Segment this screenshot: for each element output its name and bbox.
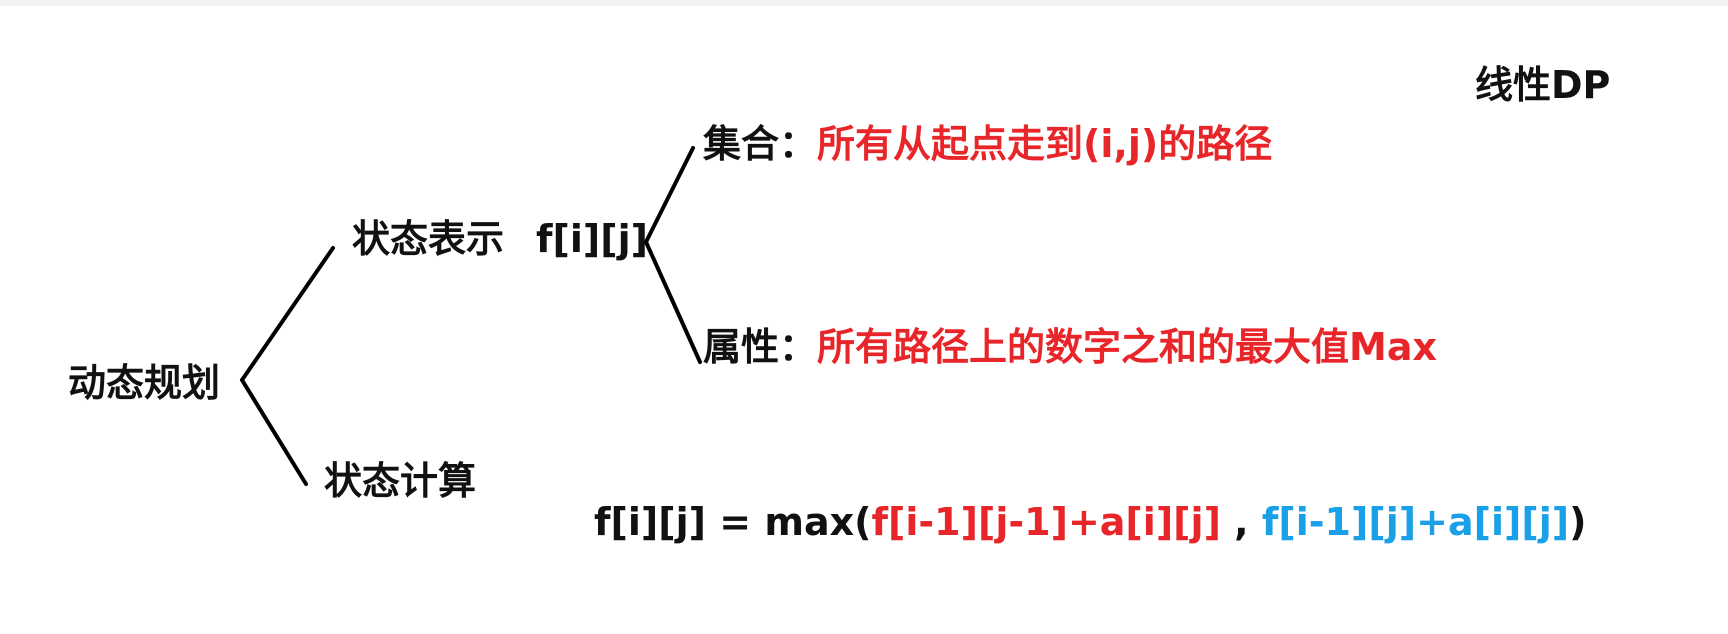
formula-term-up: f[i-1][j]+a[i][j] [1261, 500, 1570, 544]
diagram-title: 线性DP [1475, 63, 1611, 107]
attr-description: 所有路径上的数字之和的最大值Max [817, 325, 1437, 369]
top-strip [0, 0, 1728, 6]
root-node-label: 动态规划 [68, 361, 221, 405]
formula-close: ) [1569, 500, 1587, 544]
set-label: 集合： [703, 122, 818, 166]
state-calc-label: 状态计算 [324, 459, 477, 503]
formula-separator: , [1220, 500, 1262, 544]
transition-formula: f[i][j] = max(f[i-1][j-1]+a[i][j] , f[i-… [594, 503, 1587, 541]
state-repr-label: 状态表示 [352, 217, 505, 261]
branch-expr-to-set [644, 146, 695, 244]
branch-root-to-state-repr [240, 246, 335, 382]
set-row: 集合：所有从起点走到(i,j)的路径 [703, 125, 1272, 163]
attr-row: 属性：所有路径上的数字之和的最大值Max [703, 328, 1437, 366]
set-description: 所有从起点走到(i,j)的路径 [817, 122, 1273, 166]
formula-lhs: f[i][j] = max( [594, 500, 872, 544]
attr-label: 属性： [703, 325, 818, 369]
branch-root-to-state-calc [240, 378, 308, 486]
state-repr-expr: f[i][j] [536, 217, 649, 261]
branch-expr-to-attr [644, 240, 702, 364]
formula-term-diagonal: f[i-1][j-1]+a[i][j] [871, 500, 1221, 544]
